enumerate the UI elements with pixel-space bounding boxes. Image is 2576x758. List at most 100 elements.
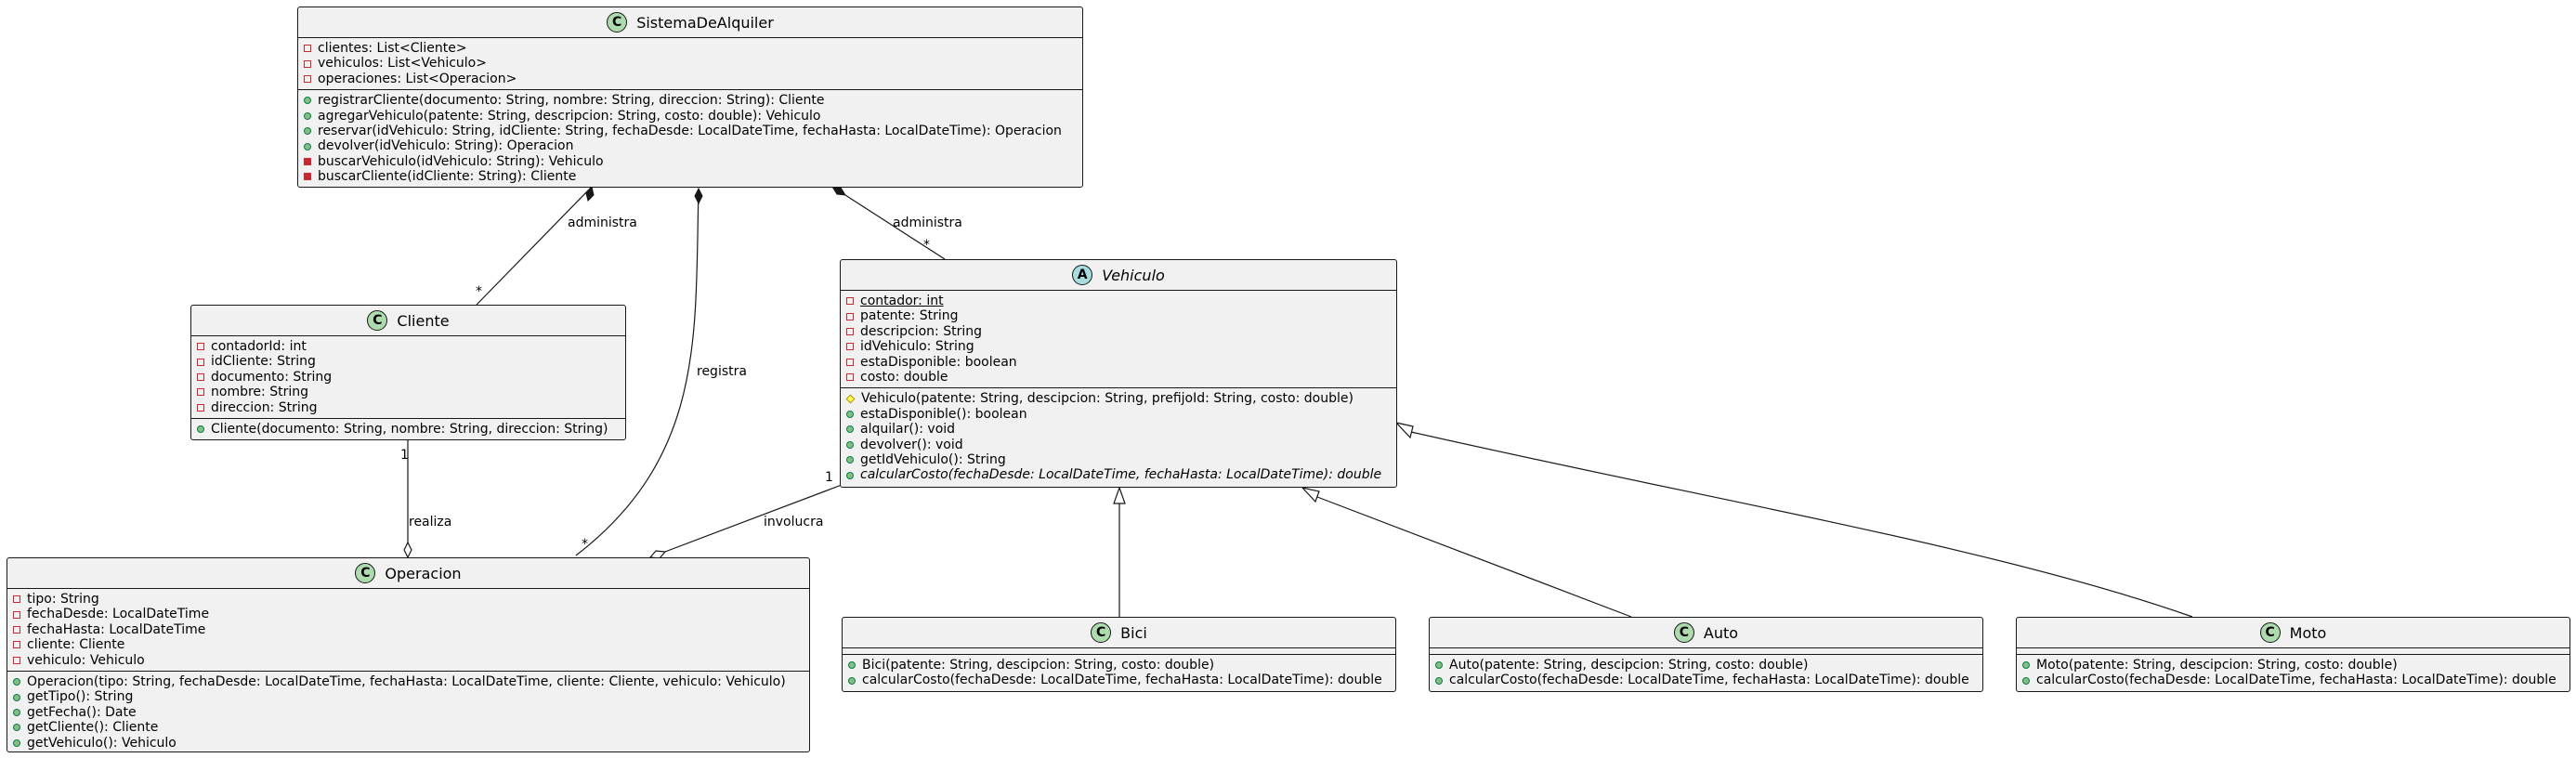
public-visibility-icon bbox=[13, 693, 20, 701]
edge-sistema-vehiculo: administra * bbox=[831, 186, 962, 260]
mult-cliente: * bbox=[476, 284, 482, 299]
attribute-row: idCliente: String bbox=[197, 354, 625, 369]
attribute-row: patente: String bbox=[846, 308, 1396, 323]
attribute-row: clientes: List<Cliente> bbox=[304, 41, 1082, 56]
method-row: calcularCosto(fechaDesde: LocalDateTime,… bbox=[1435, 673, 1982, 687]
public-visibility-icon bbox=[304, 111, 311, 120]
inheritance-arrow-icon bbox=[1301, 486, 1320, 503]
edge-label-administra-cliente: administra bbox=[568, 216, 637, 230]
method-row: Auto(patente: String, descipcion: String… bbox=[1435, 658, 1982, 673]
method-row: estaDisponible(): boolean bbox=[846, 407, 1396, 422]
class-name: Operacion bbox=[385, 564, 462, 582]
method-row: reservar(idVehiculo: String, idCliente: … bbox=[304, 124, 1082, 138]
method-row: getTipo(): String bbox=[13, 689, 809, 704]
public-visibility-icon bbox=[848, 661, 856, 670]
mult-operacion: * bbox=[582, 537, 588, 552]
method-row: getCliente(): Cliente bbox=[13, 720, 809, 735]
edge-bici-vehiculo bbox=[1113, 486, 1126, 617]
attribute-text: patente: String bbox=[860, 308, 959, 324]
class-icon: C bbox=[1673, 622, 1694, 643]
method-text: alquilar(): void bbox=[860, 422, 956, 438]
attribute-text: direccion: String bbox=[211, 399, 318, 415]
attribute-row: fechaHasta: LocalDateTime bbox=[13, 622, 809, 637]
public-visibility-icon bbox=[1435, 661, 1443, 670]
public-visibility-icon bbox=[846, 425, 854, 434]
method-row: calcularCosto(fechaDesde: LocalDateTime,… bbox=[2022, 673, 2569, 687]
method-text: registrarCliente(documento: String, nomb… bbox=[318, 93, 825, 109]
method-row: devolver(idVehiculo: String): Operacion bbox=[304, 138, 1082, 153]
methods-section: Vehiculo(patente: String, descipcion: St… bbox=[841, 387, 1396, 485]
method-text: devolver(idVehiculo: String): Operacion bbox=[318, 138, 574, 154]
edge-sistema-operacion: registra * bbox=[575, 187, 747, 556]
method-text: Operacion(tipo: String, fechaDesde: Loca… bbox=[27, 674, 786, 690]
method-text: estaDisponible(): boolean bbox=[860, 406, 1027, 422]
public-visibility-icon bbox=[2022, 661, 2030, 670]
method-row: Operacion(tipo: String, fechaDesde: Loca… bbox=[13, 674, 809, 689]
methods-section: Auto(patente: String, descipcion: String… bbox=[1430, 654, 1982, 691]
class-name: Cliente bbox=[397, 311, 450, 330]
method-row: getIdVehiculo(): String bbox=[846, 452, 1396, 467]
public-visibility-icon bbox=[304, 97, 311, 105]
method-text: Bici(patente: String, descipcion: String… bbox=[862, 658, 1215, 673]
private-visibility-icon bbox=[846, 297, 854, 306]
attribute-row: contador: int bbox=[846, 294, 1396, 308]
method-text: buscarCliente(idCliente: String): Client… bbox=[318, 169, 577, 185]
edge-moto-vehiculo bbox=[1394, 421, 2193, 618]
attribute-row: nombre: String bbox=[197, 385, 625, 399]
attribute-text: estaDisponible: boolean bbox=[860, 354, 1017, 370]
class-name: Moto bbox=[2289, 623, 2327, 642]
method-row: Bici(patente: String, descipcion: String… bbox=[848, 658, 1395, 673]
public-visibility-icon bbox=[1435, 676, 1443, 685]
abstract-class-icon: A bbox=[1072, 265, 1093, 285]
method-text: Vehiculo(patente: String, descipcion: St… bbox=[861, 391, 1353, 407]
edge-label-realiza: realiza bbox=[409, 515, 451, 529]
class-name: Auto bbox=[1703, 623, 1739, 642]
method-text: devolver(): void bbox=[860, 437, 963, 452]
private-visibility-icon bbox=[197, 403, 204, 412]
method-row: buscarCliente(idCliente: String): Client… bbox=[304, 169, 1082, 184]
attribute-row: costo: double bbox=[846, 370, 1396, 385]
public-visibility-icon bbox=[848, 676, 856, 685]
private-visibility-icon bbox=[197, 343, 204, 351]
private-visibility-icon bbox=[197, 358, 204, 366]
method-row: agregarVehiculo(patente: String, descrip… bbox=[304, 109, 1082, 124]
attribute-text: clientes: List<Cliente> bbox=[318, 41, 467, 56]
method-text: calcularCosto(fechaDesde: LocalDateTime,… bbox=[862, 673, 1382, 688]
private-visibility-icon bbox=[13, 610, 20, 619]
aggregation-diamond-icon bbox=[403, 541, 412, 559]
method-text: getVehiculo(): Vehiculo bbox=[27, 735, 177, 751]
attribute-text: idVehiculo: String bbox=[860, 339, 974, 355]
attribute-row: idVehiculo: String bbox=[846, 339, 1396, 354]
public-visibility-icon bbox=[846, 471, 854, 479]
method-text: Cliente(documento: String, nombre: Strin… bbox=[211, 422, 608, 438]
private-visibility-icon bbox=[846, 343, 854, 351]
public-visibility-icon bbox=[2022, 676, 2030, 685]
mult-vehiculo: * bbox=[923, 238, 930, 253]
private-visibility-icon bbox=[13, 656, 20, 664]
method-text: Moto(patente: String, descipcion: String… bbox=[2036, 658, 2398, 673]
attribute-text: operaciones: List<Operacion> bbox=[318, 71, 517, 86]
attribute-text: fechaDesde: LocalDateTime bbox=[27, 607, 210, 622]
methods-section: Operacion(tipo: String, fechaDesde: Loca… bbox=[7, 671, 809, 753]
edge-cliente-operacion: realiza 1 bbox=[400, 440, 451, 559]
class-name: Vehiculo bbox=[1102, 266, 1165, 284]
method-text: Auto(patente: String, descipcion: String… bbox=[1449, 658, 1809, 673]
private-visibility-icon bbox=[197, 373, 204, 382]
attribute-text: cliente: Cliente bbox=[27, 637, 125, 653]
method-text: getIdVehiculo(): String bbox=[860, 452, 1006, 468]
mult-cliente-1: 1 bbox=[400, 448, 409, 463]
attribute-text: fechaHasta: LocalDateTime bbox=[27, 621, 206, 637]
private-visibility-icon bbox=[846, 358, 854, 366]
public-visibility-icon bbox=[846, 411, 854, 419]
attribute-text: contadorId: int bbox=[211, 339, 307, 354]
